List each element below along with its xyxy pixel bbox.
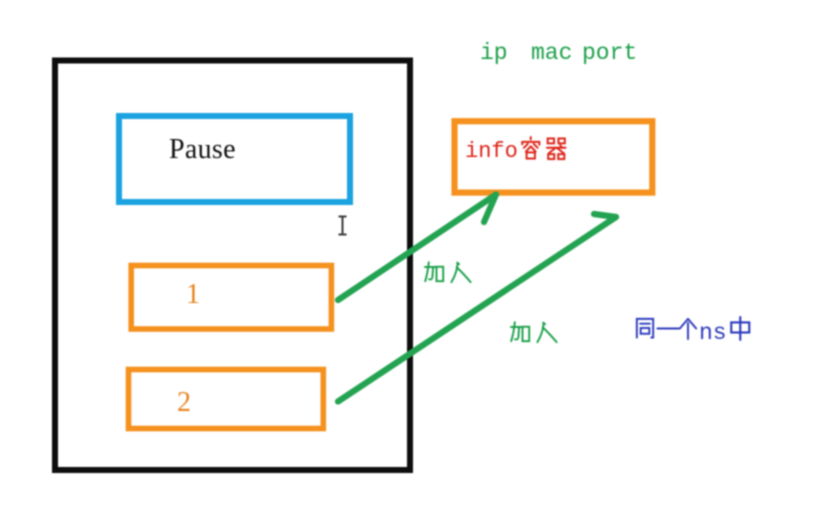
svg-text:mac: mac bbox=[531, 40, 572, 66]
svg-text:Pause: Pause bbox=[169, 134, 236, 165]
svg-text:port: port bbox=[582, 40, 637, 66]
svg-text:info: info bbox=[465, 139, 518, 164]
svg-text:2: 2 bbox=[177, 387, 191, 418]
svg-text:ip: ip bbox=[480, 40, 508, 66]
svg-text:ns: ns bbox=[699, 320, 727, 346]
svg-text:1: 1 bbox=[186, 279, 200, 310]
